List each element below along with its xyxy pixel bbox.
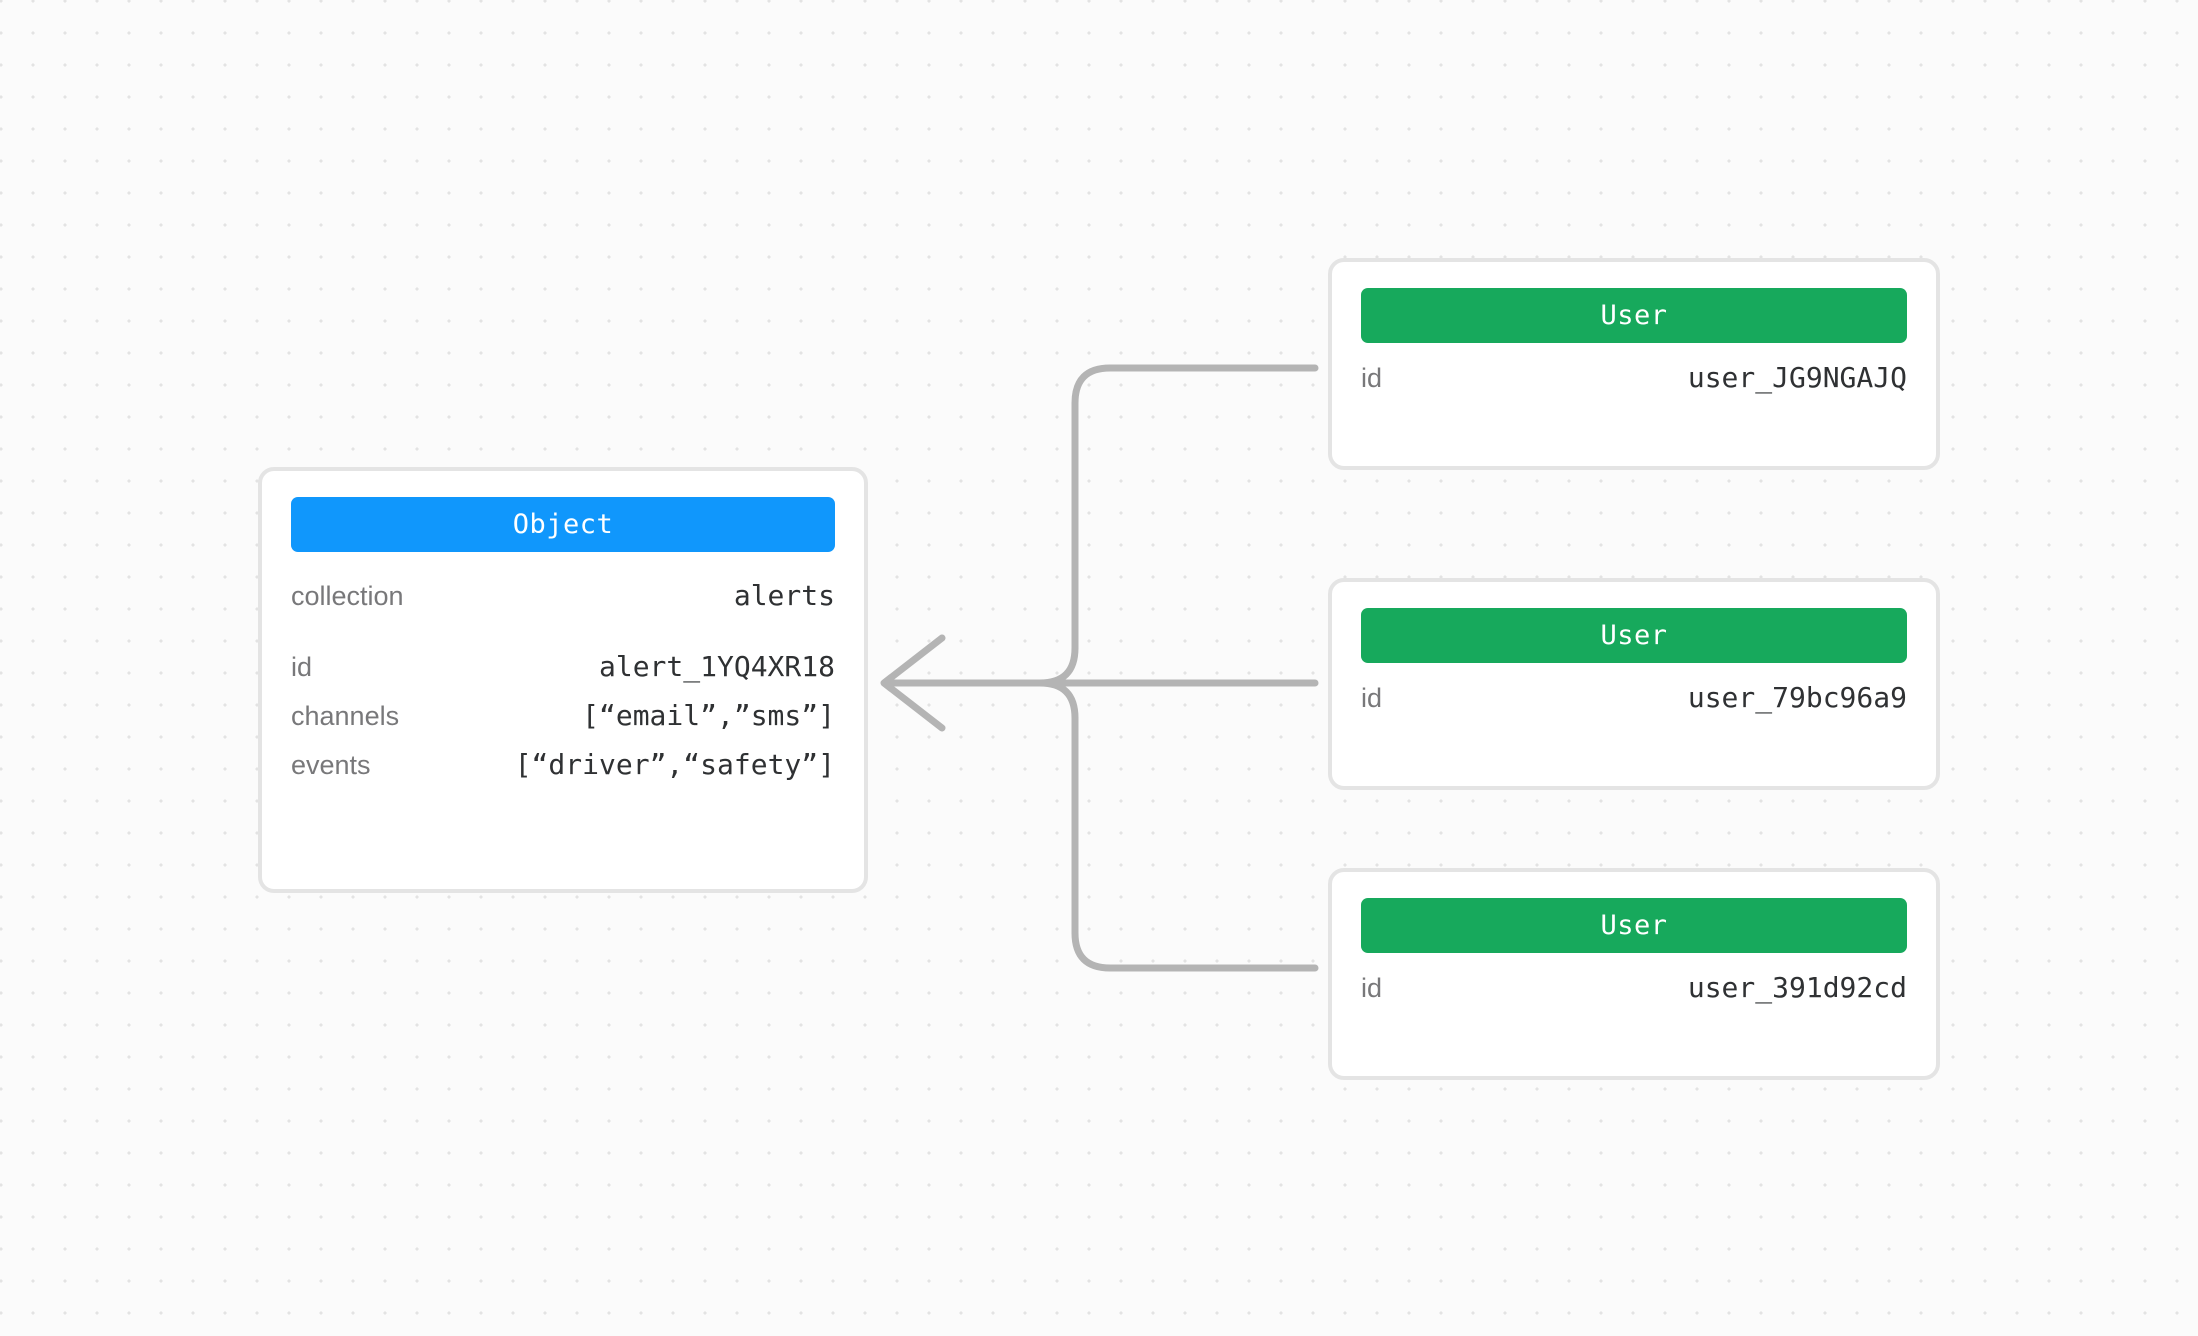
field-value: alerts xyxy=(733,579,835,612)
node-object-fields: collection alerts id alert_1YQ4XR18 chan… xyxy=(291,579,835,797)
field-row-id: id alert_1YQ4XR18 xyxy=(291,650,835,699)
node-user-type-header: User xyxy=(1361,608,1907,663)
field-value: user_JG9NGAJQ xyxy=(1687,361,1907,394)
field-key: id xyxy=(1361,683,1383,713)
field-value: user_391d92cd xyxy=(1687,971,1907,1004)
edge-user3-to-object xyxy=(886,679,1319,972)
field-value: alert_1YQ4XR18 xyxy=(598,650,835,683)
field-value: [“email”,”sms”] xyxy=(582,699,835,732)
field-key: events xyxy=(291,750,371,780)
field-row-id: id user_JG9NGAJQ xyxy=(1361,361,1907,410)
node-user-2-fields: id user_79bc96a9 xyxy=(1361,681,1907,730)
field-value: [“driver”,“safety”] xyxy=(514,748,835,781)
node-object[interactable]: Object collection alerts id alert_1YQ4XR… xyxy=(258,467,868,893)
node-object-type-header: Object xyxy=(291,497,835,552)
node-user-3-fields: id user_391d92cd xyxy=(1361,971,1907,1020)
field-key: id xyxy=(1361,363,1383,393)
field-key: id xyxy=(1361,973,1383,1003)
node-user-3[interactable]: User id user_391d92cd xyxy=(1328,868,1940,1080)
node-user-type-header: User xyxy=(1361,288,1907,343)
edge-user1-to-object xyxy=(886,364,1319,687)
field-row-channels: channels [“email”,”sms”] xyxy=(291,699,835,748)
node-user-2[interactable]: User id user_79bc96a9 xyxy=(1328,578,1940,790)
field-row-id: id user_79bc96a9 xyxy=(1361,681,1907,730)
field-group-divider xyxy=(291,628,835,650)
node-user-1[interactable]: User id user_JG9NGAJQ xyxy=(1328,258,1940,470)
node-user-type-header: User xyxy=(1361,898,1907,953)
node-user-1-fields: id user_JG9NGAJQ xyxy=(1361,361,1907,410)
field-value: user_79bc96a9 xyxy=(1687,681,1907,714)
field-row-collection: collection alerts xyxy=(291,579,835,628)
field-row-id: id user_391d92cd xyxy=(1361,971,1907,1020)
field-key: collection xyxy=(291,581,404,611)
field-row-events: events [“driver”,“safety”] xyxy=(291,748,835,797)
field-key: channels xyxy=(291,701,400,731)
field-key: id xyxy=(291,652,313,682)
edge-arrowhead-icon xyxy=(880,634,946,732)
